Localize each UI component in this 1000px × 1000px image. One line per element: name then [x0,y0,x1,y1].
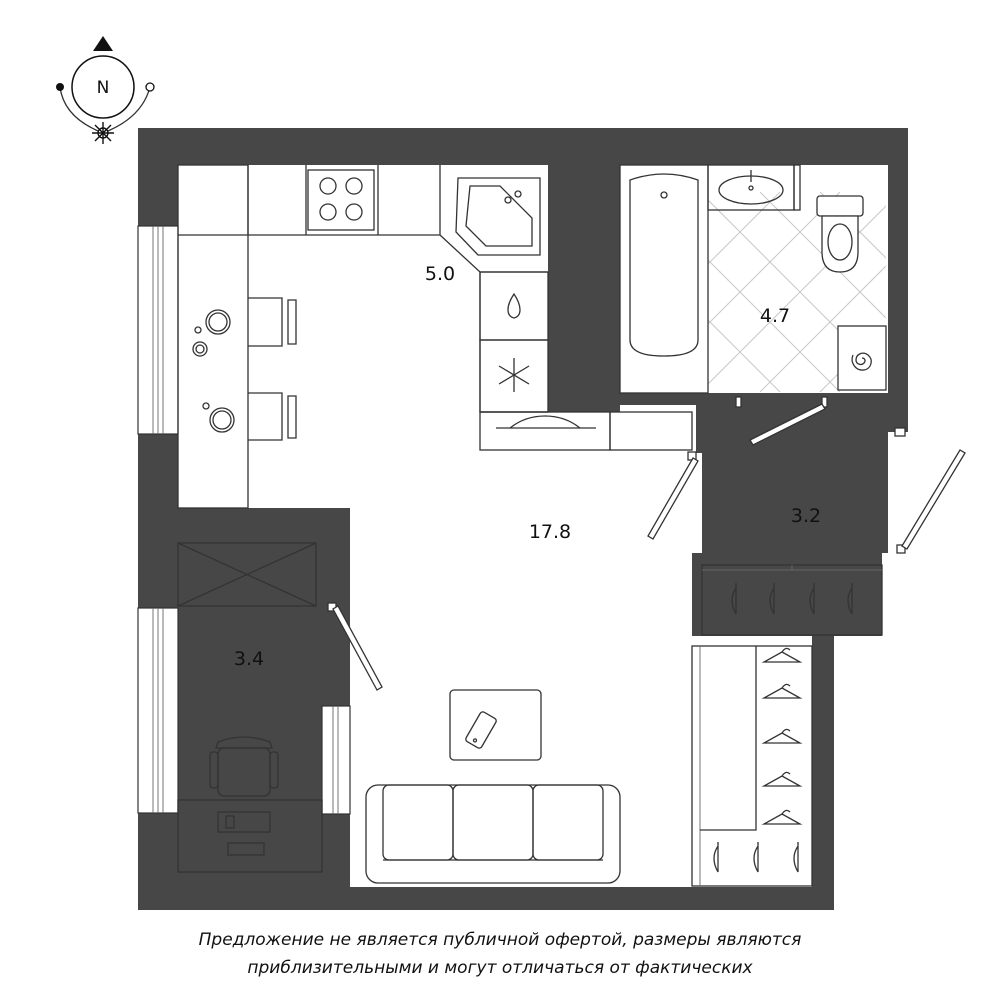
appliance-water [479,271,549,341]
room-area-kitchen: 5.0 [425,263,455,285]
snowflake-icon [498,358,530,392]
disclaimer-line-1: Предложение не является публичной оферто… [198,930,802,950]
hanger-icons [713,583,853,873]
office-chair [209,736,279,797]
coffee-table [449,689,542,761]
closet-door [647,457,699,540]
kitchen-counter [178,165,548,413]
loggia-door [332,605,383,691]
bar-stool-bottom [248,392,297,441]
wardrobe-living [691,645,813,887]
lower-cabinet [479,411,611,451]
laptop [217,811,271,833]
room-area-hall: 3.2 [791,505,821,527]
compass: N [56,36,155,144]
water-drop-icon [507,292,521,319]
loggia-furniture [177,542,323,873]
desk [177,799,323,873]
compass-letter: N [97,78,110,98]
bathroom-fixtures [619,164,887,394]
cooktop [307,169,375,231]
sofa [365,784,621,884]
doors [327,396,966,691]
north-arrow-icon [93,36,113,51]
bathtub [619,164,709,394]
disclaimer: Предложение не является публичной оферто… [0,926,1000,982]
bar-stool-top [248,297,297,347]
corner-sink [455,177,541,256]
room-area-loggia: 3.4 [234,648,264,670]
room-area-bathroom: 4.7 [760,305,790,327]
kitchen-furniture [177,164,693,509]
room-area-living: 17.8 [529,521,571,543]
living-furniture [365,689,621,884]
wall-kitchen-bath [548,165,620,412]
bar-counter [177,164,249,509]
wall-loggia-divider [138,508,178,608]
spiral-icon [851,352,872,371]
wardrobes [691,564,883,887]
storage-cabinet [177,542,317,607]
window-balcony-door [321,705,351,815]
toilet-tank [816,195,864,217]
wall-closet-side [696,405,702,453]
bathroom-tiles [708,192,886,393]
wall-bath-bottom [620,393,888,405]
windows [137,225,351,815]
compass-circle [71,55,135,119]
bathroom-door [749,403,826,446]
disclaimer-line-2: приблизительными и могут отличаться от ф… [247,958,753,978]
sun-icon [92,122,114,144]
entrance-door [901,449,966,550]
room-labels: 5.0 17.8 4.7 3.2 3.4 [234,263,821,670]
smartphone-icon [465,711,497,749]
